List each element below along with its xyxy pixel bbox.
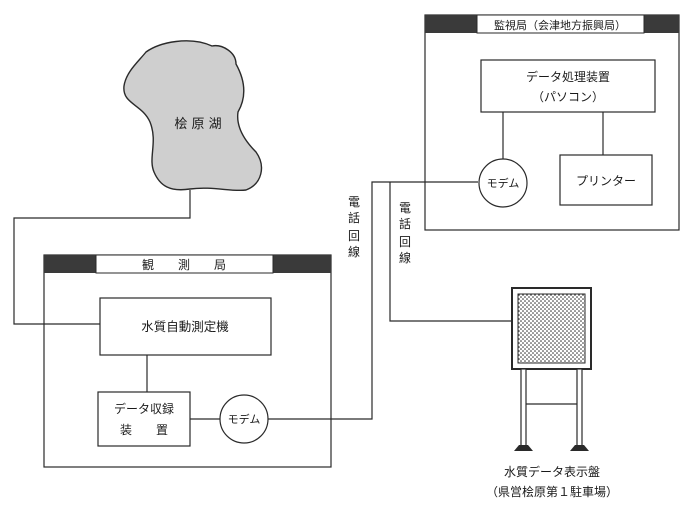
observation-modem-label: モデム <box>228 412 261 426</box>
observation-station-title: 観 測 局 <box>142 258 226 272</box>
printer-label: プリンター <box>576 174 636 188</box>
lake-shape <box>123 40 263 192</box>
monitoring-station: 監視局（会津地方振興局） データ処理装置 （パソコン） モデム プリンター <box>424 14 680 231</box>
display-board-foot-left <box>514 445 533 451</box>
lake-group: 桧 原 湖 <box>123 40 263 192</box>
phone-line-left-char-4: 線 <box>348 244 360 259</box>
phone-line-right-char-3: 回 <box>399 235 411 249</box>
phone-line-right-char-1: 電 <box>399 201 411 215</box>
phone-line-2 <box>389 182 520 322</box>
display-board-foot-right <box>570 445 589 451</box>
phone-line-left-char-1: 電 <box>348 195 360 209</box>
monitoring-title-bar-right <box>644 15 679 33</box>
data-processor-box <box>480 59 656 113</box>
data-collector-label-2: 装 置 <box>120 423 168 437</box>
monitoring-modem-label: モデム <box>487 176 520 190</box>
data-processor-label-2: （パソコン） <box>532 90 604 104</box>
display-board-screen <box>517 293 586 364</box>
observation-title-bar-right <box>273 255 331 273</box>
display-board: 水質データ表示盤 （県営桧原第１駐車場） <box>486 287 618 499</box>
monitoring-title-box <box>476 14 645 34</box>
display-board-name: 水質データ表示盤 <box>504 464 600 479</box>
display-board-location: （県営桧原第１駐車場） <box>486 484 618 499</box>
phone-line-right-char-2: 話 <box>399 216 411 231</box>
data-collector-label-1: データ収録 <box>114 401 174 416</box>
lake-name: 桧 原 湖 <box>174 117 221 132</box>
monitoring-modem-circle <box>478 158 528 208</box>
water-quality-analyzer-box <box>99 297 272 356</box>
phone-line-label-right: 電 話 回 線 <box>399 201 411 265</box>
data-processor-label-1: データ処理装置 <box>526 69 610 84</box>
display-board-leg-left <box>520 368 527 448</box>
water-quality-analyzer-label: 水質自動測定機 <box>141 319 229 334</box>
observation-station: 観 測 局 水質自動測定機 データ収録 装 置 モデム <box>43 254 332 468</box>
phone-line-left-char-3: 回 <box>348 229 360 243</box>
monitoring-title-bar-left <box>425 15 477 33</box>
observation-title-bar-left <box>44 255 96 273</box>
lake-to-analyzer-line <box>13 190 191 325</box>
phone-line-left-char-2: 話 <box>348 210 360 225</box>
phone-line-right-char-4: 線 <box>399 250 411 265</box>
monitoring-station-title: 監視局（会津地方振興局） <box>494 18 626 32</box>
observation-title-box <box>95 254 274 274</box>
observation-modem-circle <box>219 394 269 444</box>
phone-line-1 <box>268 181 478 420</box>
data-collector-box <box>97 391 191 447</box>
phone-line-label-left: 電 話 回 線 <box>348 195 360 259</box>
printer-box <box>559 154 653 206</box>
display-board-leg-right <box>576 368 583 448</box>
